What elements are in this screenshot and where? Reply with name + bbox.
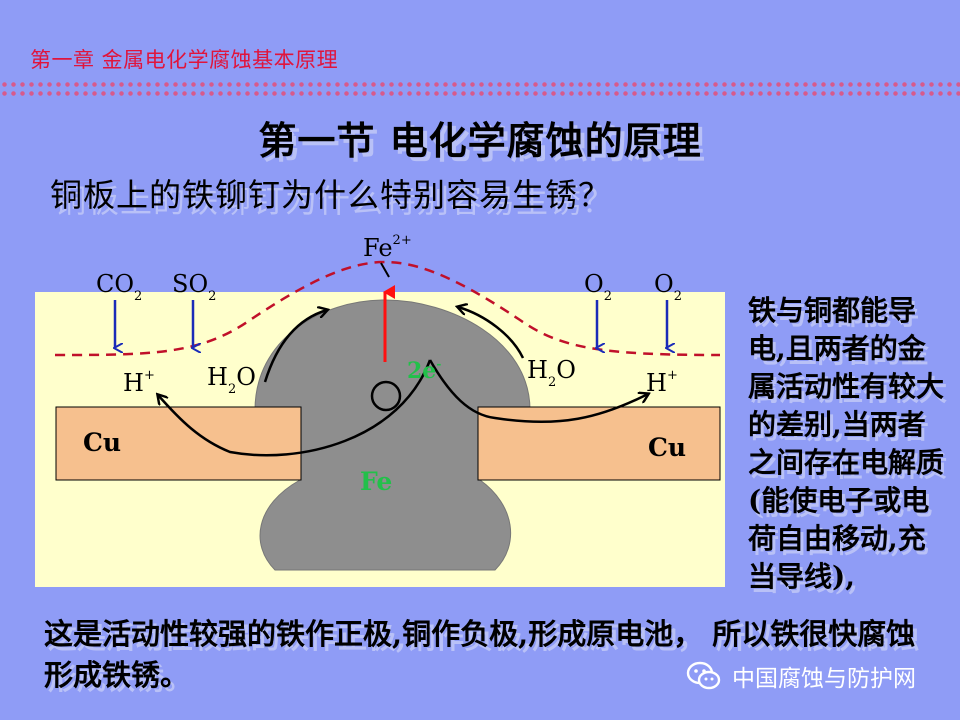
question-text: 铜板上的铁铆钉为什么特别容易生锈？ bbox=[50, 176, 612, 214]
electron-flow-path-right bbox=[428, 359, 648, 424]
question-shadow: 铜板上的铁铆钉为什么特别容易生锈？ bbox=[54, 182, 616, 220]
bottom-text: 这是活动性较强的铁作正极,铜作负极,形成原电池， 所以铁很快腐蚀形成铁锈。 bbox=[44, 617, 916, 692]
co2-label: CO2 bbox=[96, 270, 142, 304]
water-left-label: H2O bbox=[207, 363, 256, 397]
h-plus-right-label: H+ bbox=[646, 368, 678, 397]
corrosion-diagram: Fe2+ CO2 SO2 O2 O2 H+ H+ H2O H2O 2e- Cu … bbox=[35, 233, 725, 587]
h-plus-left-label: H+ bbox=[123, 368, 155, 397]
chapter-header: 第一章 金属电化学腐蚀基本原理 bbox=[30, 48, 339, 72]
cu-label-left: Cu bbox=[83, 428, 121, 457]
watermark: 中国腐蚀与防护网 bbox=[684, 656, 916, 696]
wechat-icon bbox=[686, 661, 721, 690]
copper-plate-right bbox=[477, 406, 721, 481]
so2-label: SO2 bbox=[172, 270, 216, 304]
slide-title-shadow: 第一节 电化学腐蚀的原理 bbox=[262, 122, 706, 167]
water-arrow-right bbox=[458, 307, 525, 359]
o2-label-1: O2 bbox=[584, 270, 612, 304]
watermark-label: 中国腐蚀与防护网 bbox=[732, 666, 916, 692]
slide-title: 第一节 电化学腐蚀的原理 bbox=[258, 118, 702, 163]
copper-plate-left bbox=[55, 406, 302, 481]
bottom-text-shadow: 这是活动性较强的铁作正极,铜作负极,形成原电池， 所以铁很快腐蚀形成铁锈。 bbox=[48, 621, 920, 696]
fe-rivet-label: Fe bbox=[360, 467, 392, 496]
side-text: 铁与铜都能导电,且两者的金属活动性有较大的差别,当两者之间存在电解质(能使电子或… bbox=[748, 294, 945, 593]
electron-circle bbox=[370, 380, 402, 412]
cu-label-right: Cu bbox=[648, 433, 686, 462]
o2-label-2: O2 bbox=[654, 270, 682, 304]
electron-label: 2e- bbox=[407, 357, 441, 384]
side-text-shadow: 铁与铜都能导电,且两者的金属活动性有较大的差别,当两者之间存在电解质(能使电子或… bbox=[751, 298, 948, 597]
water-arrow-left bbox=[263, 310, 327, 383]
dotted-divider bbox=[0, 80, 960, 96]
electron-flow-path-left bbox=[158, 359, 432, 457]
fe-ion-label: Fe2+ bbox=[363, 233, 412, 262]
water-right-label: H2O bbox=[527, 356, 576, 390]
fe-ion-tick bbox=[380, 262, 390, 278]
